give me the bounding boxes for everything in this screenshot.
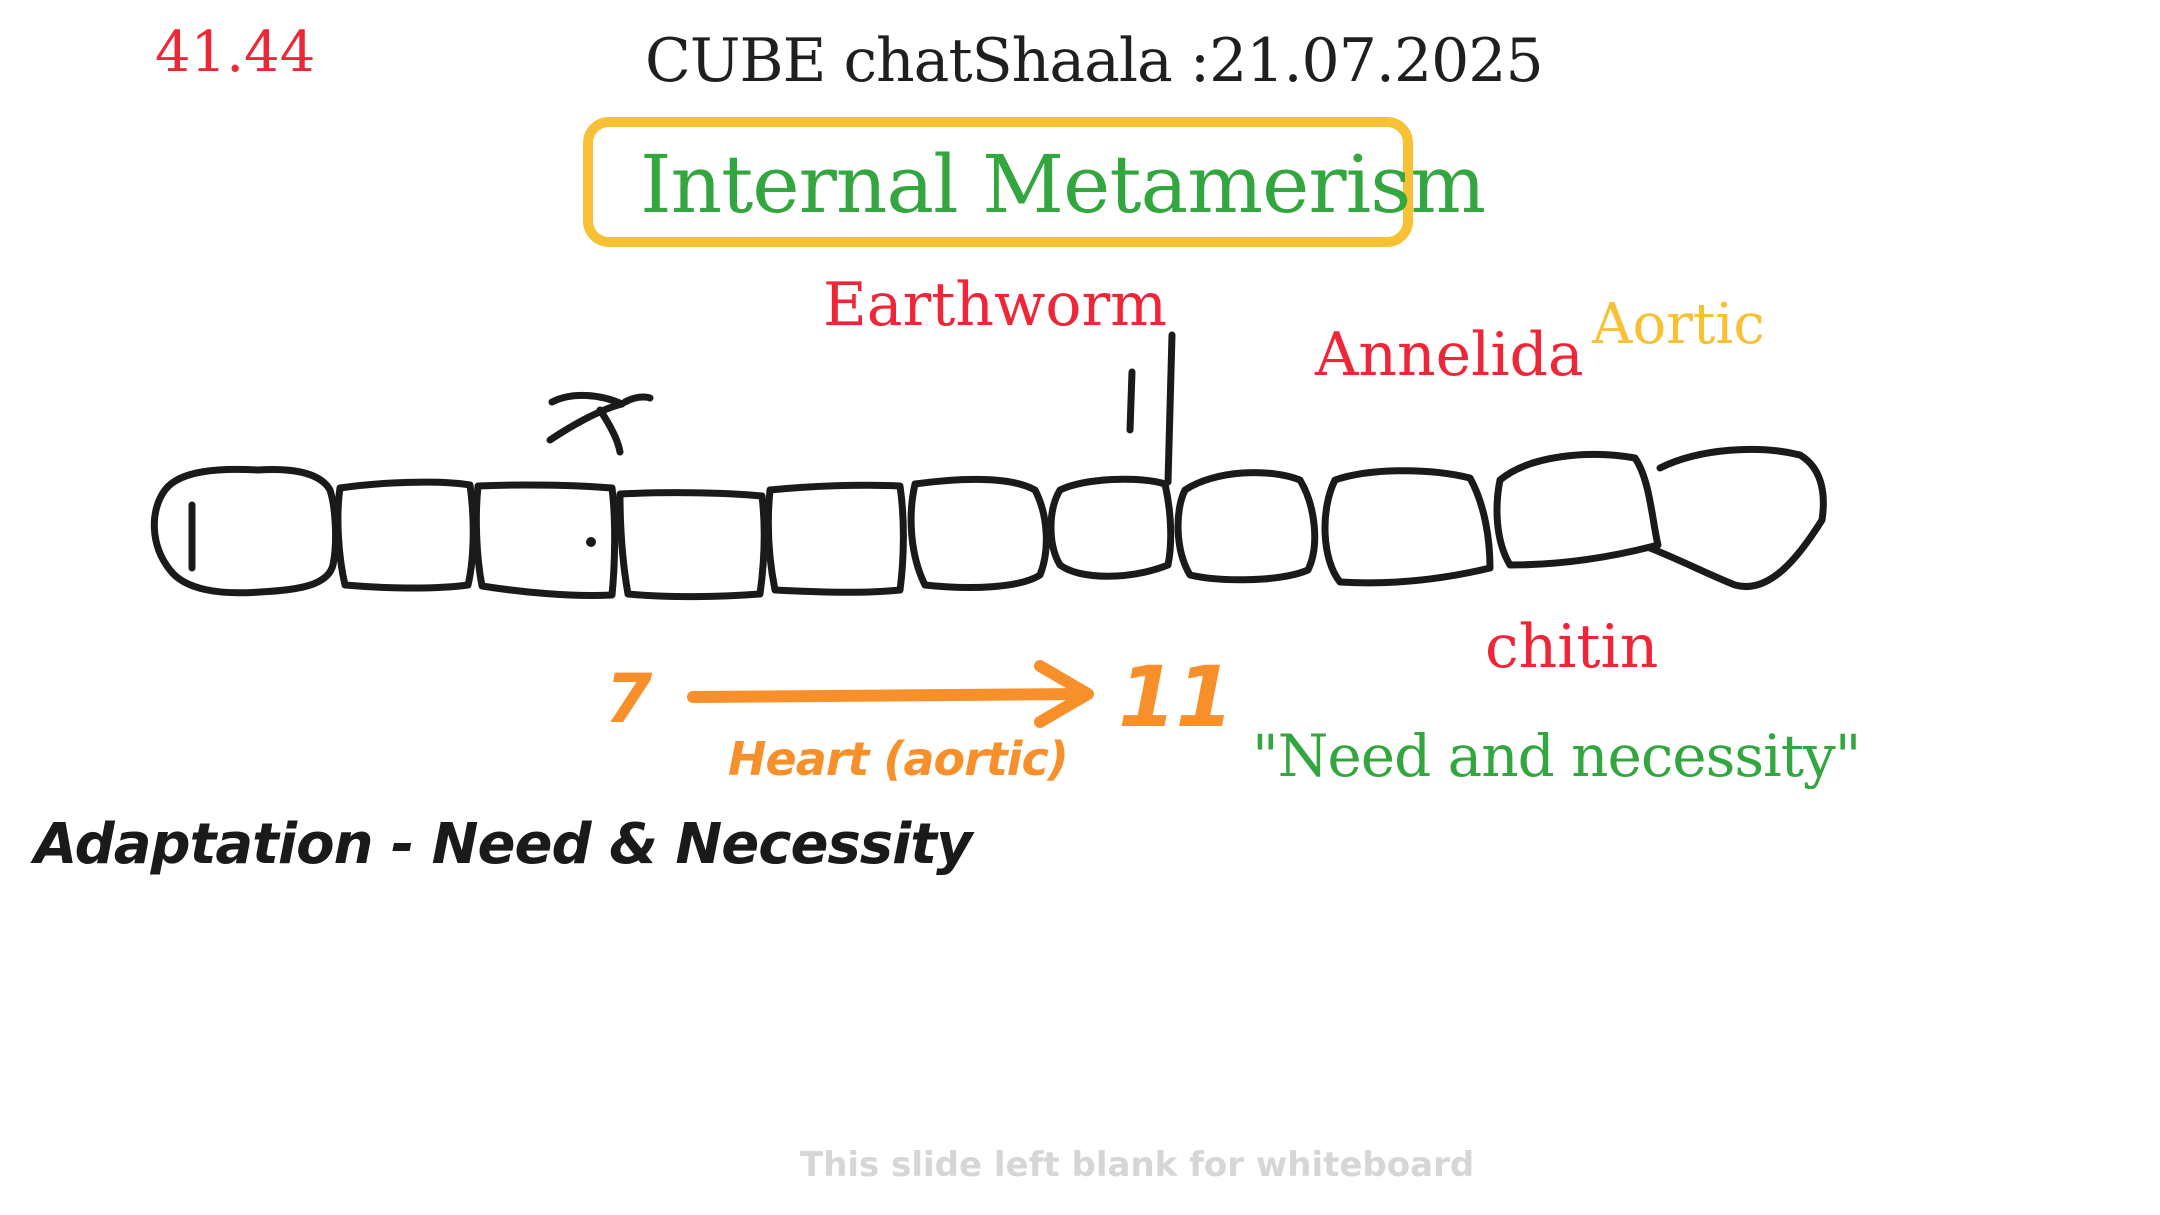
label-adaptation: Adaptation - Need & Necessity (34, 812, 973, 877)
footer-note: This slide left blank for whiteboard (800, 1145, 1475, 1185)
slide-counter: 41.44 (155, 20, 316, 85)
segment-11-tick (1126, 368, 1136, 434)
worm-segment-7 (1047, 475, 1175, 580)
worm-segment-1 (150, 465, 340, 597)
worm-segment-3 (472, 481, 619, 599)
page-title: CUBE chatShaala :21.07.2025 (645, 26, 1544, 96)
label-segment-start: 7 (605, 660, 652, 739)
label-heart-aortic: Heart (aortic) (728, 732, 1069, 786)
label-annelida: Annelida (1315, 320, 1584, 390)
worm-segment-4 (616, 489, 768, 601)
worm-segment-8 (1174, 469, 1319, 584)
topic-highlight-box (583, 117, 1413, 247)
label-aortic: Aortic (1592, 292, 1765, 357)
worm-segment-10 (1493, 451, 1662, 569)
topic-title: Internal Metamerism (640, 138, 1486, 231)
worm-segment-11 (1646, 445, 1827, 590)
worm-segment-6 (907, 475, 1050, 591)
worm-segment-2 (334, 478, 477, 592)
segment-7-marker (546, 391, 654, 456)
segment-11-marker (1164, 331, 1176, 486)
worm-segment-5 (764, 481, 907, 596)
worm-segment-9 (1321, 467, 1494, 587)
worm-dot (586, 537, 596, 547)
label-segment-end: 11 (1118, 648, 1234, 746)
heart-range-arrowhead (1034, 660, 1094, 728)
heart-range-arrow (687, 688, 1091, 703)
label-chitin: chitin (1485, 612, 1659, 682)
label-need-and-necessity: "Need and necessity" (1252, 722, 1861, 790)
label-earthworm: Earthworm (823, 270, 1168, 340)
